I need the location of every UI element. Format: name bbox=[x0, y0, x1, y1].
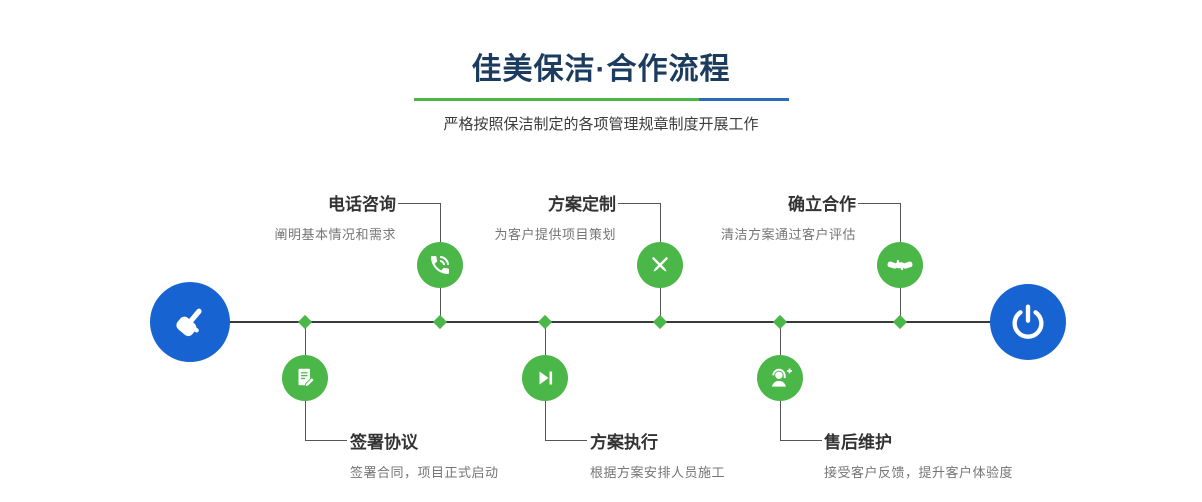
phone-consultation-node bbox=[417, 242, 463, 288]
design-tools-icon bbox=[648, 253, 672, 277]
step-title: 售后维护 bbox=[824, 433, 892, 452]
plan-execution-node bbox=[522, 355, 568, 401]
underline-green-segment bbox=[414, 98, 699, 101]
step-desc: 根据方案安排人员施工 bbox=[590, 465, 726, 480]
step-after-sales: 售后维护 接受客户反馈，提升客户体验度 bbox=[824, 428, 1104, 481]
headset-support-icon bbox=[767, 365, 793, 391]
play-icon bbox=[533, 366, 557, 390]
timeline-line bbox=[190, 321, 1030, 323]
step-phone-consultation: 电话咨询 阐明基本情况和需求 bbox=[156, 190, 396, 243]
step-title: 确立合作 bbox=[788, 195, 856, 214]
connector-bottom-1-horizontal bbox=[305, 440, 347, 441]
connector-bottom-3-horizontal bbox=[780, 440, 822, 441]
phone-icon bbox=[428, 253, 452, 277]
step-desc: 阐明基本情况和需求 bbox=[274, 227, 396, 242]
handshake-icon bbox=[887, 252, 913, 278]
after-sales-node bbox=[757, 355, 803, 401]
underline-blue-segment bbox=[699, 98, 789, 101]
timeline-start-node bbox=[150, 282, 230, 362]
step-plan-design: 方案定制 为客户提供项目策划 bbox=[376, 190, 616, 243]
timeline-diamond-4 bbox=[652, 314, 668, 330]
timeline-diamond-3 bbox=[537, 314, 553, 330]
pointing-hand-icon bbox=[169, 301, 211, 343]
timeline-diamond-1 bbox=[297, 314, 313, 330]
timeline-diamond-2 bbox=[432, 314, 448, 330]
timeline-diamond-5 bbox=[772, 314, 788, 330]
step-title: 签署协议 bbox=[350, 433, 418, 452]
step-establish-cooperation: 确立合作 清洁方案通过客户评估 bbox=[616, 190, 856, 243]
step-desc: 签署合同，项目正式启动 bbox=[350, 465, 499, 480]
step-title: 方案执行 bbox=[590, 433, 658, 452]
sign-agreement-node bbox=[282, 355, 328, 401]
step-title: 方案定制 bbox=[548, 195, 616, 214]
plan-design-node bbox=[637, 242, 683, 288]
step-desc: 为客户提供项目策划 bbox=[494, 227, 616, 242]
power-icon bbox=[1008, 302, 1048, 342]
connector-top-3-horizontal bbox=[858, 203, 900, 204]
contract-icon bbox=[293, 366, 317, 390]
connector-bottom-2-horizontal bbox=[545, 440, 587, 441]
step-plan-execution: 方案执行 根据方案安排人员施工 bbox=[590, 428, 870, 481]
connector-top-2-horizontal bbox=[618, 203, 660, 204]
connector-top-1-horizontal bbox=[398, 203, 440, 204]
timeline-end-node bbox=[990, 284, 1066, 360]
step-desc: 清洁方案通过客户评估 bbox=[720, 227, 856, 242]
page-subtitle: 严格按照保洁制定的各项管理规章制度开展工作 bbox=[443, 116, 759, 133]
page-title: 佳美保洁·合作流程 bbox=[471, 53, 731, 86]
step-sign-agreement: 签署协议 签署合同，项目正式启动 bbox=[350, 428, 630, 481]
step-desc: 接受客户反馈，提升客户体验度 bbox=[824, 465, 1014, 480]
step-title: 电话咨询 bbox=[328, 195, 396, 214]
timeline-diamond-6 bbox=[892, 314, 908, 330]
title-underline bbox=[414, 98, 789, 101]
establish-cooperation-node bbox=[877, 242, 923, 288]
